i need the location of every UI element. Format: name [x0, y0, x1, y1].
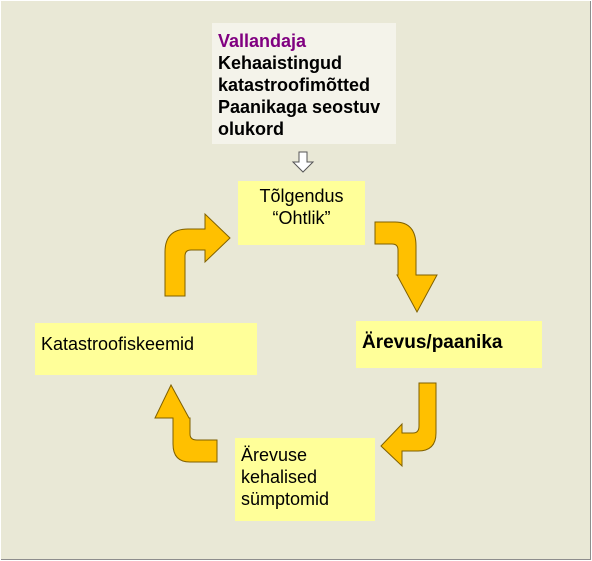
- curved-arrow-icon: [154, 383, 218, 463]
- symptoms-label: Ärevuse: [241, 445, 308, 465]
- curved-arrow-icon: [164, 212, 231, 297]
- trigger-item: Kehaaistingud: [218, 53, 343, 73]
- interpretation-quote: “Ohtlik”: [272, 208, 331, 228]
- trigger-title: Vallandaja: [218, 31, 307, 51]
- outline-down-arrow-icon: [291, 151, 315, 173]
- symptoms-label: kehalised: [241, 467, 318, 487]
- trigger-item: katastroofimõtted: [218, 75, 371, 95]
- curved-arrow-icon: [374, 221, 438, 314]
- catastrophic-schemas-node: Katastroofiskeemid: [35, 323, 257, 375]
- anxiety-label: Ärevus/paanika: [362, 332, 503, 353]
- symptoms-node: Ärevuse kehalised sümptomid: [235, 438, 375, 521]
- trigger-item: Paanikaga seostuv: [218, 97, 381, 117]
- symptoms-label: sümptomid: [241, 489, 330, 509]
- interpretation-node: Tõlgendus “Ohtlik”: [238, 181, 365, 245]
- curved-arrow-icon: [380, 382, 437, 468]
- trigger-box: Vallandaja Kehaaistingud katastroofimõtt…: [212, 23, 396, 144]
- anxiety-node: Ärevus/paanika: [356, 321, 542, 368]
- interpretation-label: Tõlgendus: [259, 186, 344, 206]
- catastrophic-schemas-label: Katastroofiskeemid: [41, 334, 195, 354]
- trigger-item: olukord: [218, 119, 284, 139]
